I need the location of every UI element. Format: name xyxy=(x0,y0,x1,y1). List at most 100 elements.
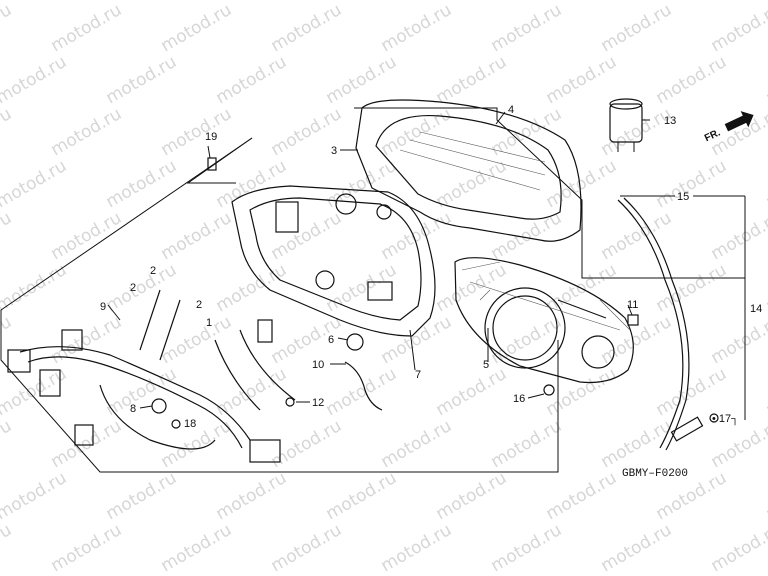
watermark-text: motod.ru xyxy=(323,468,401,524)
callout-labels: 1 2 2 2 3 4 5 6 7 8 9 10 11 12 13 14 15 … xyxy=(100,104,762,430)
watermark-text: motod.ru xyxy=(0,208,15,264)
watermark-text: motod.ru xyxy=(433,364,511,420)
callout-19: 19 xyxy=(205,131,217,143)
callout-11: 11 xyxy=(627,299,638,311)
watermark-text: motod.ru xyxy=(103,52,181,108)
watermark-text: motod.ru xyxy=(653,364,731,420)
watermark-text: motod.ru xyxy=(0,520,15,576)
callout-4: 4 xyxy=(508,104,514,116)
watermark-text: motod.ru xyxy=(323,52,401,108)
watermark-text: motod.ru xyxy=(378,520,456,576)
watermark-text: motod.ru xyxy=(433,468,511,524)
watermark-text: motod.ru xyxy=(433,156,511,212)
watermark-text: motod.ru xyxy=(433,260,511,316)
watermark-text: motod.ru xyxy=(763,364,768,420)
assembly-boundary xyxy=(0,107,745,473)
watermark-text: motod.ru xyxy=(543,52,621,108)
callout-1: 1 xyxy=(206,317,212,329)
watermark-text: motod.ru xyxy=(48,104,126,160)
watermark-text: motod.ru xyxy=(213,156,291,212)
callout-5: 5 xyxy=(483,359,489,371)
watermark-text: motod.ru xyxy=(378,104,456,160)
callout-14: 14 xyxy=(750,303,762,315)
watermark-text: motod.ru xyxy=(763,468,768,524)
watermark-text: motod.ru xyxy=(708,0,768,56)
watermark-text: motod.ru xyxy=(213,52,291,108)
watermark-text: motod.ru xyxy=(0,104,15,160)
callout-7: 7 xyxy=(415,369,421,381)
callout-13: 13 xyxy=(664,115,676,127)
watermark-text: motod.ru xyxy=(158,208,236,264)
watermark-text: motod.ru xyxy=(158,520,236,576)
relay-unit xyxy=(609,98,643,152)
watermark-text: motod.ru xyxy=(653,52,731,108)
callout-2c: 2 xyxy=(196,299,202,311)
watermark-text: motod.ru xyxy=(103,468,181,524)
watermark-text: motod.ru xyxy=(0,0,15,56)
watermark-text: motod.ru xyxy=(48,520,126,576)
watermark-text: motod.ru xyxy=(0,468,70,524)
watermark-text: motod.ru xyxy=(763,156,768,212)
watermark-text: motod.ru xyxy=(213,468,291,524)
watermark-text: motod.ru xyxy=(543,468,621,524)
watermark-text: motod.ru xyxy=(488,0,566,56)
meter-case xyxy=(231,185,436,337)
watermark-text: motod.ru xyxy=(708,312,768,368)
callout-9: 9 xyxy=(100,301,106,313)
watermark-text: motod.ru xyxy=(0,260,70,316)
watermark-text: motod.ru xyxy=(378,416,456,472)
watermark-text: motod.ru xyxy=(488,416,566,472)
watermark-text: motod.ru xyxy=(488,208,566,264)
callout-16: 16 xyxy=(513,393,525,405)
watermark-text: motod.ru xyxy=(0,0,70,4)
watermark-text: motod.ru xyxy=(268,0,346,56)
watermark-text: motod.ru xyxy=(598,0,676,56)
watermark-text: motod.ru xyxy=(653,260,731,316)
watermark-text: motod.ru xyxy=(213,364,291,420)
watermark-text: motod.ru xyxy=(158,104,236,160)
watermark-text: motod.ru xyxy=(708,520,768,576)
callout-3: 3 xyxy=(331,145,337,157)
watermark-text: motod.ru xyxy=(598,520,676,576)
speedometer-cable xyxy=(617,197,704,451)
watermark-text: motod.ru xyxy=(48,208,126,264)
watermark-text: motod.ru xyxy=(158,416,236,472)
callout-12: 12 xyxy=(312,397,324,409)
callout-6: 6 xyxy=(328,334,334,346)
watermark-text: motod.ru xyxy=(103,156,181,212)
watermark-text: motod.ru xyxy=(0,416,15,472)
watermark-text: motod.ru xyxy=(763,52,768,108)
callout-15: 15 xyxy=(677,191,689,203)
callout-2b: 2 xyxy=(130,282,136,294)
watermark-text: motod.ru xyxy=(323,260,401,316)
watermark-text: motod.ru xyxy=(323,156,401,212)
callout-10: 10 xyxy=(312,359,324,371)
watermark-text: motod.ru xyxy=(488,520,566,576)
watermark-text: motod.ru xyxy=(433,52,511,108)
small-parts xyxy=(151,157,719,429)
watermark-text: motod.ru xyxy=(323,364,401,420)
watermark-text: motod.ru xyxy=(103,260,181,316)
watermark-text: motod.ru xyxy=(268,208,346,264)
watermark-text: motod.ru xyxy=(598,104,676,160)
diagram-code: GBMY–F0200 xyxy=(622,468,688,480)
meter-assembly xyxy=(454,257,634,384)
watermark-text: motod.ru xyxy=(48,0,126,56)
callout-2a: 2 xyxy=(150,265,156,277)
watermark-text: motod.ru xyxy=(708,208,768,264)
front-arrow-icon xyxy=(724,111,754,132)
watermark-text: motod.ru xyxy=(763,260,768,316)
watermark-text: motod.ru xyxy=(598,416,676,472)
watermark-text: motod.ru xyxy=(0,52,70,108)
meter-visor xyxy=(355,99,582,242)
watermark-text: motod.ru xyxy=(653,156,731,212)
watermark-text: motod.ru xyxy=(378,312,456,368)
wiring-harness xyxy=(7,289,296,463)
callout-17: • 17┐ xyxy=(712,413,739,426)
watermark-text: motod.ru xyxy=(268,416,346,472)
watermark-text: motod.ru xyxy=(268,520,346,576)
callout-18: 18 xyxy=(184,418,196,430)
watermark-text: motod.ru xyxy=(378,0,456,56)
